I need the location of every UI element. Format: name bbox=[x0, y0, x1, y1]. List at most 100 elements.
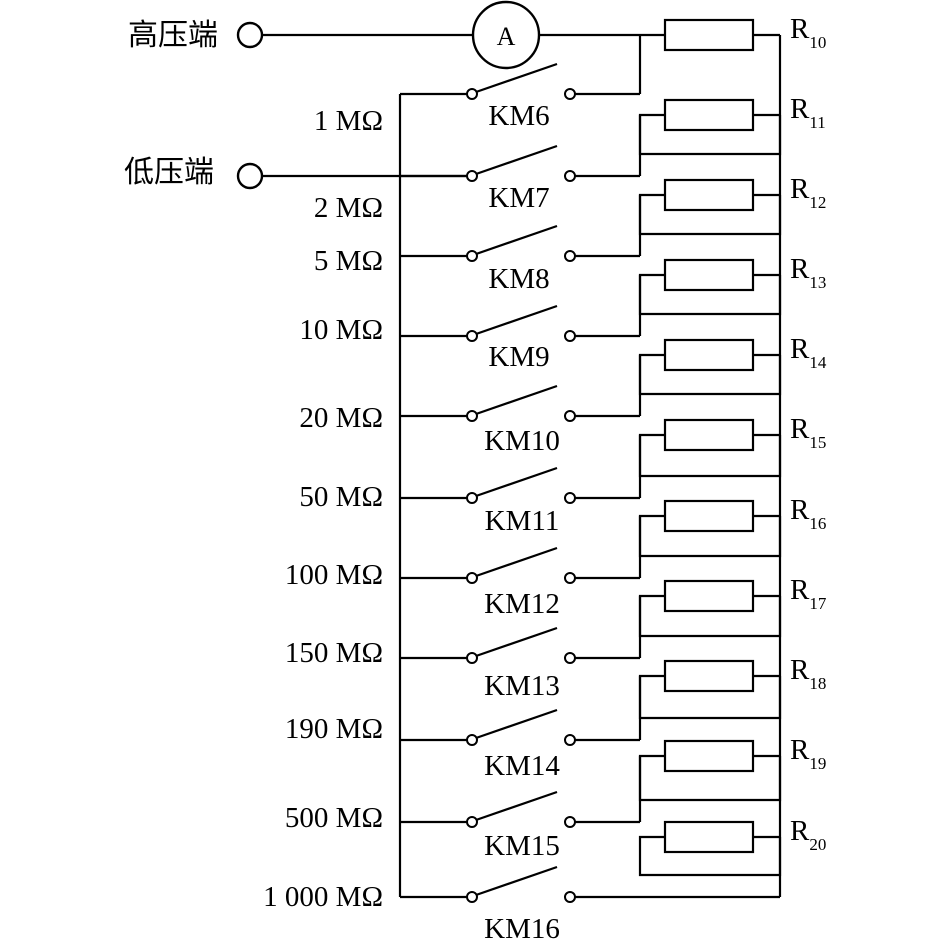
resistor-label: R15 bbox=[790, 413, 826, 452]
switch-pivot-contact bbox=[466, 572, 478, 584]
ladder-link bbox=[638, 676, 782, 802]
switch-blade bbox=[475, 144, 558, 176]
resistor-body bbox=[663, 418, 755, 452]
resistor-body bbox=[663, 338, 755, 372]
range-label: 50 MΩ bbox=[299, 481, 383, 513]
ladder-link bbox=[638, 275, 782, 396]
switch-fixed-contact bbox=[564, 170, 576, 182]
resistor-body bbox=[663, 18, 755, 52]
switch-blade bbox=[475, 708, 558, 740]
range-label: 190 MΩ bbox=[285, 713, 383, 745]
resistor-subscript: 17 bbox=[809, 594, 827, 613]
resistor-body bbox=[663, 178, 755, 212]
resistor-letter: R bbox=[790, 815, 810, 847]
range-label: 150 MΩ bbox=[285, 637, 383, 669]
resistor-body bbox=[663, 820, 755, 854]
resistor-label: R11 bbox=[790, 93, 826, 132]
resistor-body bbox=[663, 98, 755, 132]
range-label: 1 000 MΩ bbox=[263, 881, 383, 913]
switch-fixed-contact bbox=[564, 816, 576, 828]
resistor-letter: R bbox=[790, 93, 810, 125]
switch-label: KM13 bbox=[484, 670, 560, 702]
switch-blade bbox=[475, 62, 558, 94]
switch-blade bbox=[475, 546, 558, 578]
switch-fixed-contact bbox=[564, 410, 576, 422]
range-label: 5 MΩ bbox=[314, 245, 383, 277]
switch-fixed-contact bbox=[564, 572, 576, 584]
range-label: 10 MΩ bbox=[299, 314, 383, 346]
resistor-label: R10 bbox=[790, 13, 826, 52]
ammeter-label: A bbox=[497, 22, 516, 51]
resistor-letter: R bbox=[790, 734, 810, 766]
resistor-letter: R bbox=[790, 173, 810, 205]
resistor-label: R17 bbox=[790, 574, 827, 613]
resistor-letter: R bbox=[790, 413, 810, 445]
switch-label: KM12 bbox=[484, 588, 560, 620]
switch-pivot-contact bbox=[466, 88, 478, 100]
resistor-subscript: 13 bbox=[809, 273, 826, 292]
switch-blade bbox=[475, 626, 558, 658]
resistor-subscript: 14 bbox=[809, 353, 827, 372]
range-label: 500 MΩ bbox=[285, 802, 383, 834]
resistor-subscript: 12 bbox=[809, 193, 826, 212]
resistor-subscript: 19 bbox=[809, 754, 826, 773]
resistor-subscript: 16 bbox=[809, 514, 826, 533]
ladder-link bbox=[638, 35, 782, 156]
top-wiring: A 高压端 低压端 bbox=[124, 0, 665, 897]
ladder-link bbox=[638, 355, 782, 478]
range-label: 100 MΩ bbox=[285, 559, 383, 591]
resistor-subscript: 11 bbox=[809, 113, 825, 132]
switch-pivot-contact bbox=[466, 652, 478, 664]
resistor-label: R13 bbox=[790, 253, 826, 292]
ladder-link bbox=[638, 756, 782, 877]
switch-label: KM9 bbox=[488, 341, 549, 373]
resistor-letter: R bbox=[790, 333, 810, 365]
ladder-link bbox=[638, 115, 782, 236]
range-label: 2 MΩ bbox=[314, 192, 383, 224]
switch-label: KM7 bbox=[488, 182, 549, 214]
switch-blade bbox=[475, 865, 558, 897]
ladder-link bbox=[638, 516, 782, 638]
ladder-link bbox=[638, 195, 782, 316]
switch-fixed-contact bbox=[564, 330, 576, 342]
switch-label: KM8 bbox=[488, 263, 549, 295]
resistor-letter: R bbox=[790, 13, 810, 45]
switch-blade bbox=[475, 466, 558, 498]
resistor-letter: R bbox=[790, 494, 810, 526]
switch-pivot-contact bbox=[466, 170, 478, 182]
ladder-link bbox=[638, 596, 782, 720]
switch-label: KM15 bbox=[484, 830, 560, 862]
resistor-label: R16 bbox=[790, 494, 826, 533]
resistor-body bbox=[663, 579, 755, 613]
switch-pivot-contact bbox=[466, 492, 478, 504]
resistor-label: R12 bbox=[790, 173, 826, 212]
resistor-subscript: 20 bbox=[809, 835, 826, 854]
resistor-subscript: 18 bbox=[809, 674, 826, 693]
switch-fixed-contact bbox=[564, 734, 576, 746]
switch-fixed-contact bbox=[564, 492, 576, 504]
resistor-body bbox=[663, 739, 755, 773]
resistor-body bbox=[663, 499, 755, 533]
switch-pivot-contact bbox=[466, 734, 478, 746]
switch-label: KM11 bbox=[485, 505, 560, 537]
switch-pivot-contact bbox=[466, 816, 478, 828]
low-voltage-terminal bbox=[236, 162, 264, 190]
switch-label: KM6 bbox=[488, 100, 549, 132]
switch-fixed-contact bbox=[564, 652, 576, 664]
range-label: 1 MΩ bbox=[314, 105, 383, 137]
switch-label: KM16 bbox=[484, 913, 560, 945]
switch-fixed-contact bbox=[564, 250, 576, 262]
resistor-letter: R bbox=[790, 654, 810, 686]
switch-label: KM10 bbox=[484, 425, 560, 457]
switch-fixed-contact bbox=[564, 88, 576, 100]
switch-blade bbox=[475, 384, 558, 416]
switch-pivot-contact bbox=[466, 250, 478, 262]
low-voltage-terminal-label: 低压端 bbox=[124, 156, 214, 189]
resistor-label: R19 bbox=[790, 734, 826, 773]
ladder-link bbox=[638, 435, 782, 558]
resistor-label: R20 bbox=[790, 815, 826, 854]
resistor-label: R14 bbox=[790, 333, 827, 372]
switch-pivot-contact bbox=[466, 410, 478, 422]
resistor-letter: R bbox=[790, 253, 810, 285]
